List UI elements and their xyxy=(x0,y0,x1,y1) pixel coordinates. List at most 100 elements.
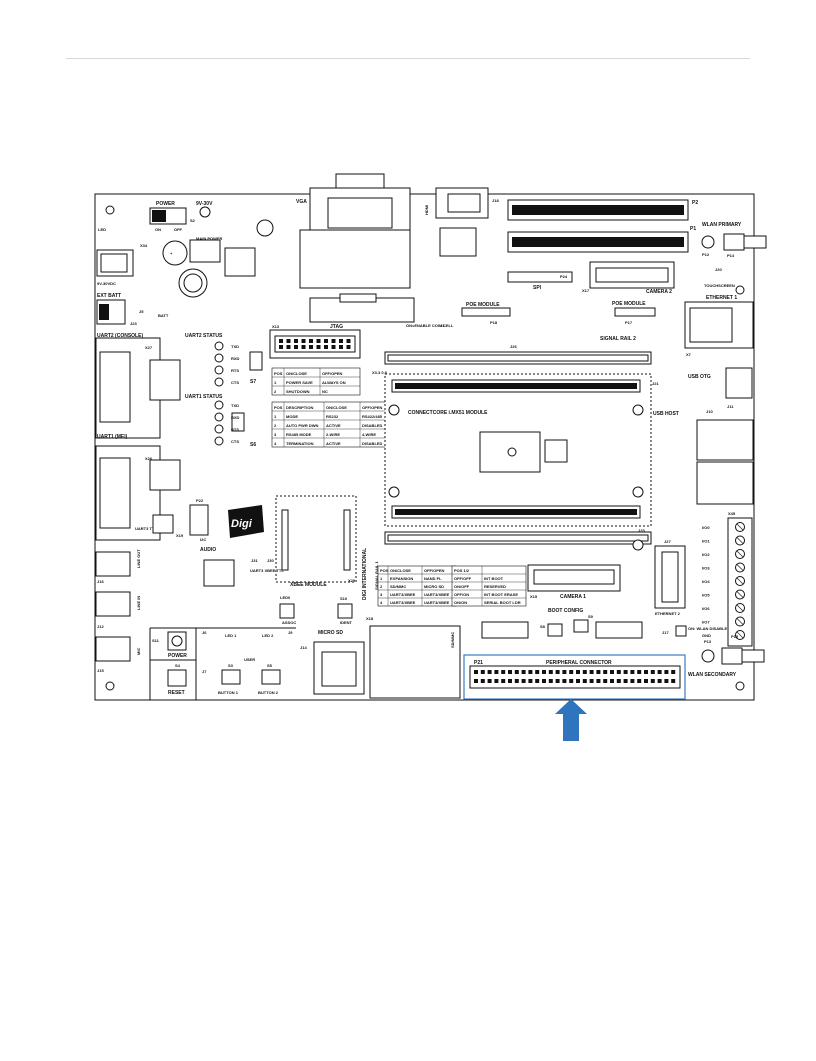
pin xyxy=(657,670,662,674)
board-label: VGA xyxy=(296,199,307,205)
pin xyxy=(548,670,553,674)
pin xyxy=(589,679,594,683)
terminal-slot xyxy=(736,618,744,625)
pin xyxy=(616,679,621,683)
board-label: UART1 STATUS xyxy=(185,394,223,400)
board-label: P13 xyxy=(704,639,712,644)
callout-arrow xyxy=(555,699,587,741)
board-label: S7 xyxy=(250,379,256,385)
camera-boot-section: X15 CAMERA 1 BOOT CONFIG S8 S9 J17 ON: W… xyxy=(481,564,765,678)
board-label: LINE IN xyxy=(136,596,141,610)
pin xyxy=(501,679,506,683)
table-cell: 2 xyxy=(274,389,277,394)
board-label: HDMI xyxy=(424,205,429,215)
table-cell: ACTIVE xyxy=(326,423,341,428)
pin xyxy=(331,339,336,343)
pin xyxy=(637,679,642,683)
board-label: USB HOST xyxy=(653,411,679,417)
pin xyxy=(576,670,580,674)
table-cell: 1 xyxy=(274,414,277,419)
board-component xyxy=(512,237,684,247)
board-component xyxy=(701,649,715,663)
board-label: BOOT CONFIG xyxy=(548,608,583,614)
board-component xyxy=(388,486,400,498)
pin xyxy=(596,679,601,683)
pin xyxy=(650,670,655,674)
board-label: TOUCHSCREEN xyxy=(704,283,735,288)
board-component xyxy=(171,635,183,647)
power-section: POWER 9V-30V ON OFF S2 MAIN POWER + 9V-3… xyxy=(96,201,274,326)
table-cell: INT BOOT xyxy=(484,576,504,581)
pin xyxy=(494,670,499,674)
board-label: J23 xyxy=(130,321,137,326)
board-component xyxy=(343,509,351,571)
terminal-slot xyxy=(736,591,744,598)
board-component xyxy=(632,486,644,498)
pin xyxy=(508,670,512,674)
board-component xyxy=(231,412,245,432)
board-label: 9V-30VDC xyxy=(97,281,116,286)
status-led-icon xyxy=(214,424,224,434)
board-component xyxy=(661,551,679,603)
board-component xyxy=(469,665,681,689)
table-cell: EXPANSION xyxy=(390,576,413,581)
pin xyxy=(644,670,648,674)
pin xyxy=(474,670,478,674)
board-label: P17 xyxy=(625,320,633,325)
board-label: P14 xyxy=(727,253,735,258)
pin xyxy=(535,679,540,683)
hdmi-connector: HDMI J18 xyxy=(424,187,499,257)
board-label: J11 xyxy=(727,404,734,409)
board-component xyxy=(95,636,131,662)
table-cell: POS xyxy=(380,568,389,573)
table-cell: 4 xyxy=(380,600,383,605)
pin xyxy=(542,679,546,683)
board-label: P21 xyxy=(474,660,483,666)
pin xyxy=(324,339,328,343)
table-cell: UART3/XBEE xyxy=(424,600,450,605)
board-component xyxy=(595,621,643,639)
board-component xyxy=(741,649,765,663)
board-label: P24 xyxy=(560,274,568,279)
board-label: J9 xyxy=(288,630,293,635)
table-cell: SERIAL BOOT LDR xyxy=(484,600,521,605)
board-group xyxy=(279,339,351,349)
board-label: P18 xyxy=(490,320,498,325)
status-led-icon xyxy=(214,341,224,351)
pin xyxy=(316,339,321,343)
board-label: ETHERNET 2 xyxy=(655,611,681,616)
board-label: UART2 (CONSOLE) xyxy=(97,333,143,339)
board-label: ETHERNET 1 xyxy=(706,295,737,301)
board-component xyxy=(632,539,644,551)
pin xyxy=(623,670,628,674)
digi-logo: Digi xyxy=(228,505,264,538)
table-cell: SD/MMC xyxy=(390,584,406,589)
table-cell: 3 xyxy=(380,592,383,597)
board-component xyxy=(149,359,181,401)
board-component xyxy=(203,559,235,587)
board-label: OFF xyxy=(174,227,183,232)
board-label: CAMERA 2 xyxy=(646,289,672,295)
table-cell: ON/CLOSE xyxy=(390,568,411,573)
table-cell: 1 xyxy=(274,380,277,385)
table-cell: DESCRIPTION xyxy=(286,405,313,410)
table-cell: UART3/XBEE xyxy=(424,592,450,597)
table-cell: OFF/OPEN xyxy=(322,371,343,376)
board-label: 9V-30V xyxy=(196,201,213,207)
table-cell: 4-WIRE xyxy=(362,432,376,437)
table-cell: MODE xyxy=(286,414,298,419)
board-component xyxy=(249,351,263,371)
pin xyxy=(480,679,485,683)
board-label: S11 xyxy=(152,638,160,643)
board-label: J16 xyxy=(97,579,104,584)
terminal-slot xyxy=(736,537,744,544)
board-component xyxy=(689,307,733,343)
pin xyxy=(616,670,621,674)
board-label: P15 xyxy=(731,634,739,639)
board-component xyxy=(105,205,115,215)
board-label: CONNECTCORE i.MX51 MODULE xyxy=(408,410,488,416)
table-cell: OFF/OFF xyxy=(454,576,472,581)
board-component xyxy=(595,267,669,283)
pin xyxy=(562,679,567,683)
